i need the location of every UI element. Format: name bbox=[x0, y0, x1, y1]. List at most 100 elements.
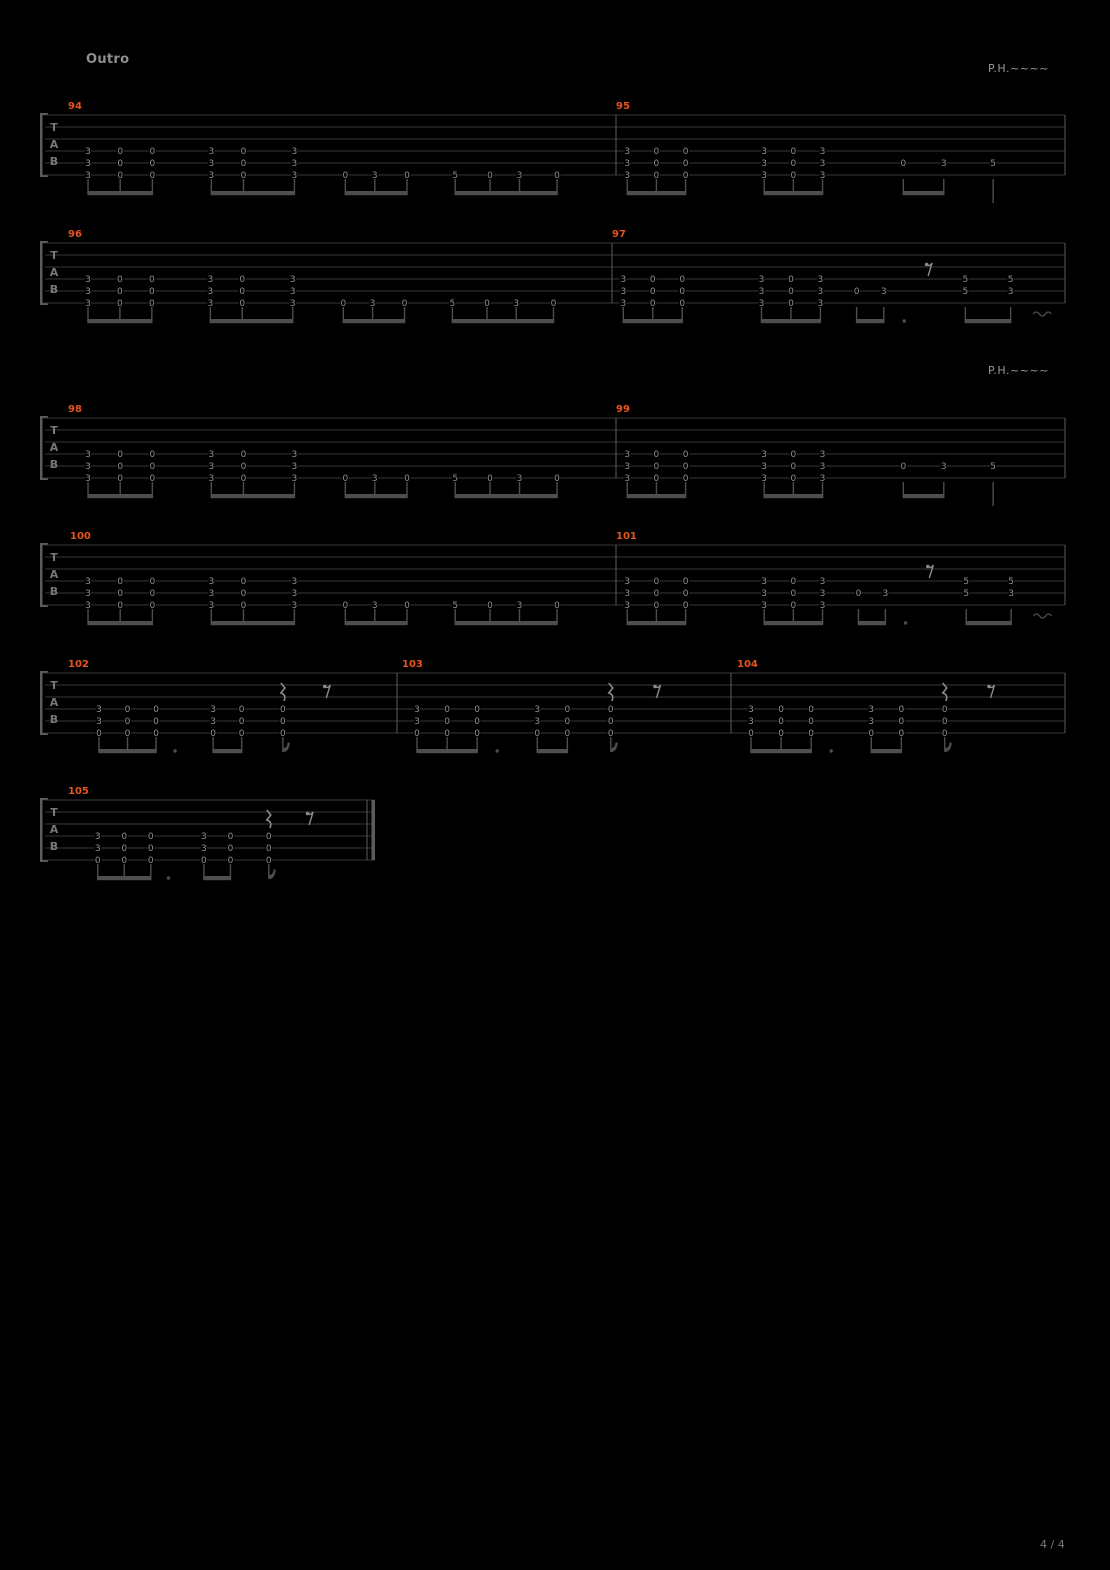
tab-clef-letter: B bbox=[50, 840, 58, 853]
fret-number: 3 bbox=[620, 299, 626, 309]
fret-number: 3 bbox=[210, 705, 216, 715]
system-bracket bbox=[40, 859, 48, 862]
beam bbox=[344, 191, 408, 196]
system-bracket bbox=[40, 174, 48, 177]
fret-number: 3 bbox=[210, 717, 216, 727]
fret-number: 5 bbox=[452, 601, 458, 611]
fret-number: 3 bbox=[534, 717, 540, 727]
fret-number: 0 bbox=[241, 450, 247, 460]
fret-number: 0 bbox=[117, 171, 123, 181]
fret-number: 5 bbox=[962, 287, 968, 297]
fret-number: 0 bbox=[117, 299, 123, 309]
fret-number: 0 bbox=[683, 577, 689, 587]
fret-number: 0 bbox=[474, 729, 480, 739]
fret-number: 3 bbox=[207, 275, 213, 285]
beam bbox=[87, 621, 154, 626]
fret-number: 0 bbox=[149, 589, 155, 599]
fret-number: 0 bbox=[404, 171, 410, 181]
fret-number: 0 bbox=[266, 832, 272, 842]
fret-number: 0 bbox=[900, 462, 906, 472]
quarter-rest bbox=[279, 682, 286, 702]
fret-number: 3 bbox=[624, 159, 630, 169]
tab-clef-letter: A bbox=[50, 696, 59, 709]
beam bbox=[763, 494, 824, 499]
tab-clef-letter: A bbox=[50, 568, 59, 581]
beam bbox=[210, 494, 296, 499]
fret-number: 0 bbox=[153, 729, 159, 739]
fret-number: 0 bbox=[790, 589, 796, 599]
tab-clef-letter: B bbox=[50, 155, 58, 168]
beam bbox=[454, 621, 558, 626]
beam bbox=[212, 749, 243, 754]
fret-number: 3 bbox=[201, 844, 207, 854]
fret-number: 0 bbox=[117, 462, 123, 472]
beam bbox=[203, 876, 232, 881]
fret-number: 0 bbox=[241, 171, 247, 181]
tab-clef-letter: A bbox=[50, 138, 59, 151]
fret-number: 3 bbox=[513, 299, 519, 309]
fret-number: 0 bbox=[942, 717, 948, 727]
system-bracket bbox=[40, 302, 48, 305]
system-bracket bbox=[40, 604, 48, 607]
beam bbox=[344, 621, 408, 626]
system-bracket bbox=[40, 671, 43, 735]
tab-clef-letter: A bbox=[50, 823, 59, 836]
fret-number: 0 bbox=[149, 450, 155, 460]
fret-number: 0 bbox=[117, 577, 123, 587]
quarter-rest bbox=[941, 682, 948, 702]
fret-number: 0 bbox=[241, 589, 247, 599]
fret-number: 0 bbox=[679, 299, 685, 309]
quarter-rest bbox=[607, 682, 614, 702]
fret-number: 3 bbox=[85, 474, 91, 484]
fret-number: 0 bbox=[608, 729, 614, 739]
fret-number: 0 bbox=[854, 287, 860, 297]
fret-number: 0 bbox=[654, 450, 660, 460]
fret-number: 3 bbox=[208, 450, 214, 460]
tab-clef-letter: B bbox=[50, 283, 58, 296]
fret-number: 3 bbox=[85, 577, 91, 587]
fret-number: 0 bbox=[788, 287, 794, 297]
fret-number: 0 bbox=[404, 474, 410, 484]
fret-number: 0 bbox=[654, 589, 660, 599]
beam bbox=[87, 494, 154, 499]
fret-number: 3 bbox=[868, 705, 874, 715]
fret-number: 3 bbox=[820, 147, 826, 157]
fret-number: 5 bbox=[963, 577, 969, 587]
fret-number: 0 bbox=[266, 856, 272, 866]
quarter-rest bbox=[265, 809, 272, 829]
measure-number: 104 bbox=[737, 659, 758, 670]
vibrato-wave bbox=[1033, 613, 1053, 619]
fret-number: 0 bbox=[125, 717, 131, 727]
fret-number: 0 bbox=[444, 717, 450, 727]
tab-clef-letter: B bbox=[50, 585, 58, 598]
fret-number: 3 bbox=[292, 474, 298, 484]
fret-number: 0 bbox=[654, 601, 660, 611]
rhythm-dot bbox=[829, 749, 833, 753]
beam bbox=[536, 749, 569, 754]
fret-number: 3 bbox=[85, 171, 91, 181]
fret-number: 3 bbox=[85, 275, 91, 285]
fret-number: 3 bbox=[370, 299, 376, 309]
measure-number: 100 bbox=[70, 531, 91, 542]
fret-number: 0 bbox=[149, 287, 155, 297]
fret-number: 3 bbox=[208, 159, 214, 169]
vibrato-wave bbox=[1032, 311, 1052, 317]
fret-number: 3 bbox=[517, 171, 523, 181]
fret-number: 3 bbox=[624, 462, 630, 472]
fret-number: 3 bbox=[818, 287, 824, 297]
fret-number: 0 bbox=[778, 705, 784, 715]
fret-number: 0 bbox=[534, 729, 540, 739]
fret-number: 5 bbox=[450, 299, 456, 309]
tab-clef-letter: T bbox=[50, 679, 58, 692]
fret-number: 0 bbox=[153, 705, 159, 715]
fret-number: 0 bbox=[650, 287, 656, 297]
system-bracket bbox=[40, 732, 48, 735]
fret-number: 0 bbox=[125, 705, 131, 715]
tab-clef-letter: B bbox=[50, 458, 58, 471]
fret-number: 0 bbox=[117, 275, 123, 285]
fret-number: 0 bbox=[900, 159, 906, 169]
fret-number: 0 bbox=[679, 275, 685, 285]
